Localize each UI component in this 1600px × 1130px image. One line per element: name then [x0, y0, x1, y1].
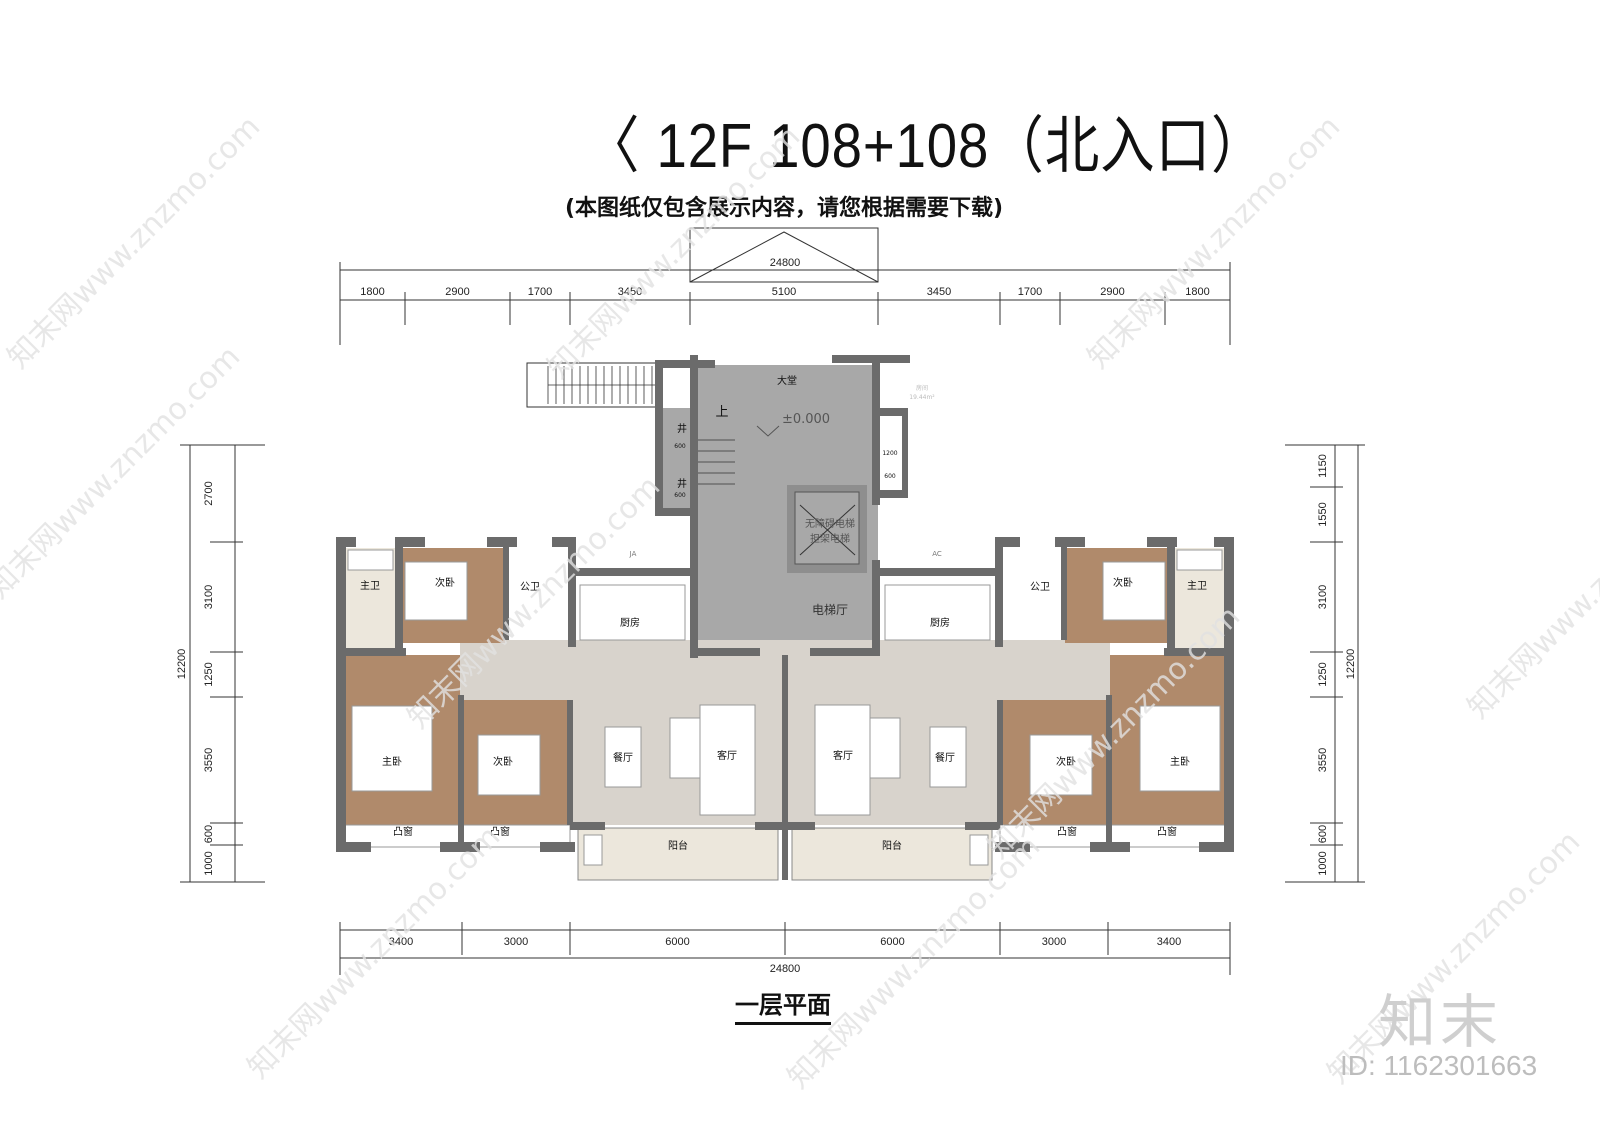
label-kitchen: 厨房	[930, 616, 950, 629]
watermark: 知末网www.znzmo.com	[0, 339, 247, 605]
dimension-label: 24800	[770, 963, 801, 975]
label-shaft: 井	[677, 422, 687, 435]
dimension-label: 6000	[665, 936, 689, 948]
watermark: 知末网www.znzmo.com	[241, 819, 507, 1085]
label-living: 客厅	[717, 749, 737, 762]
label-second-bed: 次卧	[435, 576, 455, 589]
label-ac: JA	[629, 550, 637, 558]
label-master-bath: 主卫	[360, 580, 380, 592]
label-second-bed: 次卧	[1113, 576, 1133, 589]
label-public-bath: 公卫	[1030, 582, 1050, 593]
watermark: 知末网www.znzmo.com	[541, 119, 807, 385]
label-shaft: 井	[677, 477, 687, 490]
drawing-title: 〈 12F 108+108（北入口）	[585, 112, 1267, 181]
dimension-label: 2900	[1100, 286, 1124, 298]
dimension-label: 1250	[203, 662, 215, 686]
dimension-label: 3000	[1042, 936, 1066, 948]
dimension-label: 3550	[1317, 748, 1329, 772]
dimension-lines: 24800 1800 2900 1700 3450 5100 3450 1700 2900 180…	[176, 257, 1365, 975]
label-up: 上	[715, 405, 728, 420]
label-master-bed: 主卧	[1170, 755, 1190, 768]
label-dining: 餐厅	[613, 751, 633, 764]
elevation-marker	[756, 425, 780, 437]
dimension-label: 3100	[1317, 585, 1329, 609]
dimension-label: 12200	[1345, 649, 1357, 680]
dimension-label: 3450	[618, 286, 642, 298]
furniture	[347, 549, 1223, 866]
dimension-label: 1800	[1185, 286, 1209, 298]
label-side-room-area: 19.44m²	[909, 394, 935, 401]
dimension-label: 1150	[1317, 454, 1329, 478]
dimension-label: 1550	[1317, 502, 1329, 526]
label-elevator-2: 担架电梯	[810, 532, 850, 545]
dimension-label: 3000	[504, 936, 528, 948]
dimension-label: 1250	[1317, 662, 1329, 686]
image-id: ID: 1162301663	[1340, 1050, 1538, 1081]
dimension-label: 3100	[203, 585, 215, 609]
label-ac: AC	[932, 550, 942, 558]
label-side-room: 房间	[916, 384, 928, 392]
dimension-label: 12200	[176, 649, 188, 680]
label-elevation: ±0.000	[782, 412, 830, 427]
dimension-label: 2700	[203, 481, 215, 505]
watermark: 知末网www.znzmo.com	[1081, 109, 1347, 375]
dimension-label: 5100	[772, 286, 796, 298]
dimension-label: 2900	[445, 286, 469, 298]
logo: 知末	[1378, 988, 1503, 1056]
entrance-stair	[526, 362, 663, 408]
label-master-bed: 主卧	[382, 755, 402, 768]
label-lobby: 大堂	[777, 374, 797, 387]
label-bay-window: 凸窗	[393, 825, 413, 838]
dimension-label: 1000	[203, 851, 215, 875]
label-living: 客厅	[833, 749, 853, 762]
dimension-label: 3400	[389, 936, 413, 948]
dimension-label: 6000	[880, 936, 904, 948]
drawing-subtitle: (本图纸仅包含展示内容，请您根据需要下载)	[565, 196, 1004, 221]
dimension-label: 1700	[528, 286, 552, 298]
roof-outline	[689, 227, 879, 283]
dimension-label: 600	[1317, 825, 1329, 843]
dimension-label: 1700	[1018, 286, 1042, 298]
watermark: 知末网www.znzmo.com	[1, 109, 267, 375]
dimension-label: 1000	[1317, 851, 1329, 875]
elevator	[787, 485, 867, 573]
walls	[336, 355, 1234, 880]
label-elevator-hall: 电梯厅	[812, 603, 848, 617]
dimension-label: 3450	[927, 286, 951, 298]
dimension-label: 600	[203, 825, 215, 843]
label-master-bath: 主卫	[1187, 580, 1207, 592]
label-bay-window: 凸窗	[1157, 825, 1177, 838]
dimension-label: 3400	[1157, 936, 1181, 948]
label-bay-window: 凸窗	[1057, 825, 1077, 838]
balcony-floor	[577, 827, 779, 881]
label-balcony: 阳台	[882, 839, 902, 852]
watermark: 知末网www.znzmo.com	[1461, 459, 1600, 725]
dimension-label: 24800	[770, 257, 801, 269]
label-shaft-w: 600	[674, 492, 686, 499]
label-kitchen: 厨房	[620, 616, 640, 629]
kitchen-floor	[579, 584, 686, 641]
label-shaft-w: 600	[674, 443, 686, 450]
label-shaft-h: 1200	[882, 450, 897, 457]
balcony-floor	[791, 827, 993, 881]
dimension-label: 1800	[360, 286, 384, 298]
label-shaft-w: 600	[884, 473, 896, 480]
label-public-bath: 公卫	[520, 582, 540, 593]
label-second-bed: 次卧	[1056, 755, 1076, 768]
label-second-bed: 次卧	[493, 755, 513, 768]
label-balcony: 阳台	[668, 839, 688, 852]
kitchen-floor	[884, 584, 991, 641]
label-dining: 餐厅	[935, 751, 955, 764]
dimension-label: 3550	[203, 748, 215, 772]
label-bay-window: 凸窗	[490, 825, 510, 838]
label-elevator-1: 无障碍电梯	[805, 517, 855, 530]
floor-title: 一层平面	[735, 985, 831, 1025]
